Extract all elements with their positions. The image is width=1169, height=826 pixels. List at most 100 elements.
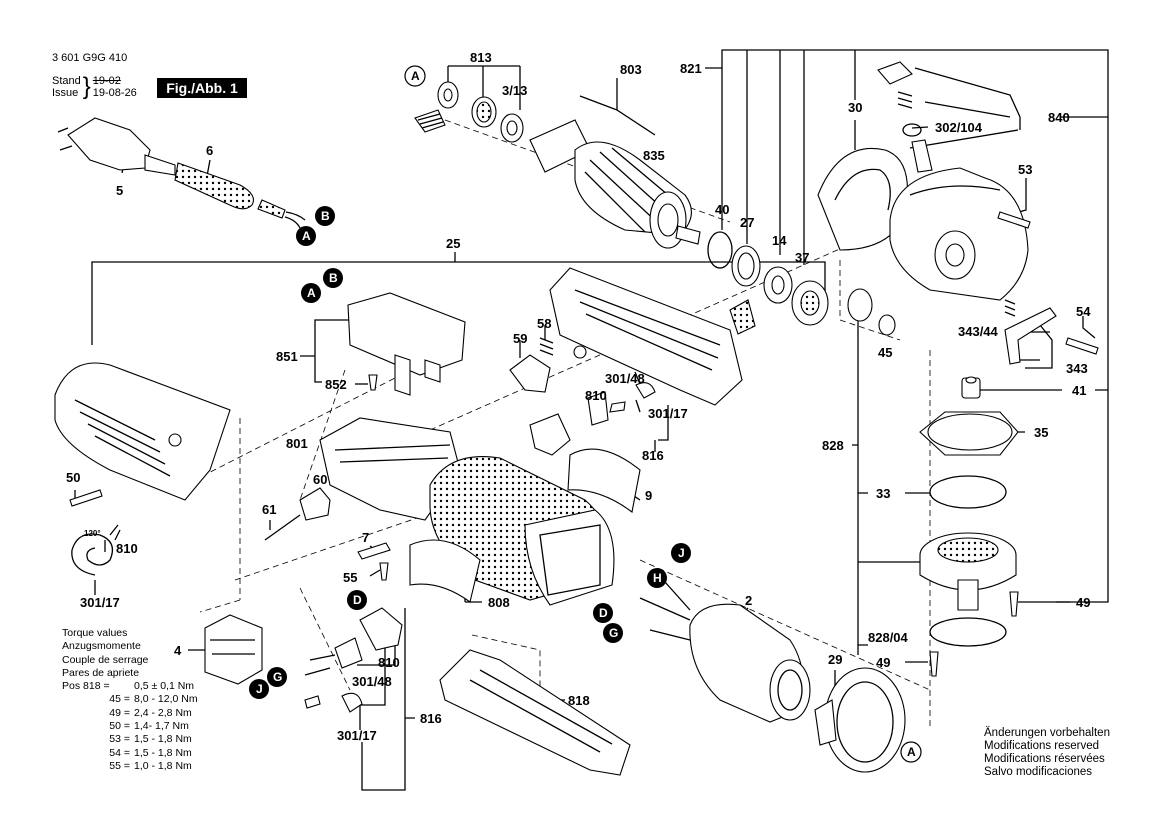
svg-text:J: J (256, 682, 263, 696)
svg-text:H: H (653, 571, 662, 585)
switch-4 (204, 614, 263, 685)
label-50: 50 (66, 470, 80, 485)
insulation-808 (409, 539, 481, 603)
label-58: 58 (537, 316, 551, 331)
issue-date: 19-08-26 (92, 87, 137, 99)
label-810-left: 810 (116, 541, 138, 556)
modifications-en: Modifications reserved (984, 740, 1100, 752)
label-301-48-upper: 301/48 (605, 371, 645, 386)
lock-lever (1004, 299, 1057, 365)
label-813: 813 (470, 50, 492, 65)
label-801: 801 (286, 436, 308, 451)
screw-54 (1065, 337, 1099, 355)
stand-date: 19-02 (92, 75, 121, 87)
stand-label: Stand (52, 75, 81, 87)
washer (731, 245, 761, 287)
clip-301-17-lower (341, 692, 363, 713)
torque-title-de: Anzugsmomente (62, 640, 141, 653)
document-number: 3 601 G9G 410 (52, 52, 128, 64)
label-59: 59 (513, 331, 527, 346)
label-35: 35 (1034, 425, 1048, 440)
marker-A-outline-bottom: A (900, 741, 922, 763)
gear-housing (889, 167, 1029, 301)
screw-49-left (929, 651, 939, 677)
leader-lines (74, 49, 1109, 791)
modifications-es: Salvo modificaciones (984, 766, 1093, 778)
marker-D-right: D (593, 603, 613, 623)
retaining-ring (707, 231, 733, 269)
label-821: 821 (680, 61, 702, 76)
brace-icon: } (82, 73, 91, 100)
label-33: 33 (876, 486, 890, 501)
bearing-14 (763, 266, 793, 304)
label-angle: 120° (84, 529, 101, 538)
modifications-de: Änderungen vorbehalten (984, 727, 1110, 739)
marker-A-outline-top: A (404, 65, 426, 87)
marker-J-upper: J (671, 543, 691, 563)
o-ring-828-04 (929, 617, 1007, 647)
flange-plate (919, 411, 1019, 456)
marker-B-plug: B (315, 206, 335, 226)
rod-61 (264, 514, 301, 541)
label-53: 53 (1018, 162, 1032, 177)
part-labels: 813 803 821 3/13 835 30 840 302/104 53 6… (66, 50, 1091, 743)
label-301-17-upper: 301/17 (648, 406, 688, 421)
svg-text:D: D (599, 606, 608, 620)
label-5: 5 (116, 183, 123, 198)
brush-holder-upper (529, 391, 626, 456)
label-810-lower: 810 (378, 655, 400, 670)
switch-851 (347, 292, 466, 396)
marker-G-left: G (267, 667, 287, 687)
marker-A-switch: A (301, 283, 321, 303)
screw-49-right (1009, 591, 1019, 617)
screw-50 (69, 489, 103, 507)
torque-row: 55 =1,0 - 1,8 Nm (109, 759, 192, 772)
label-2: 2 (745, 593, 752, 608)
label-816-upper: 816 (642, 448, 664, 463)
insulation-9 (567, 448, 641, 513)
svg-text:A: A (411, 69, 420, 83)
svg-text:B: B (329, 271, 338, 285)
label-6: 6 (206, 143, 213, 158)
svg-text:J: J (678, 546, 685, 560)
nut-41 (961, 376, 981, 399)
label-840: 840 (1048, 110, 1070, 125)
label-810-upper: 810 (585, 388, 607, 403)
label-41: 41 (1072, 383, 1086, 398)
clip-301-48 (635, 382, 656, 399)
bearing-flange (791, 280, 829, 326)
lever-60 (299, 487, 331, 521)
o-ring-33 (929, 475, 1007, 509)
label-60: 60 (313, 472, 327, 487)
label-343-44: 343/44 (958, 324, 999, 339)
spring-58 (539, 337, 554, 356)
label-835: 835 (643, 148, 665, 163)
label-25: 25 (446, 236, 460, 251)
marker-G-right: G (603, 623, 623, 643)
label-828-04: 828/04 (868, 630, 909, 645)
label-29: 29 (828, 652, 842, 667)
label-818: 818 (568, 693, 590, 708)
svg-text:A: A (302, 229, 311, 243)
label-61: 61 (262, 502, 276, 517)
torque-title-en: Torque values (62, 627, 128, 639)
label-3-13: 3/13 (502, 83, 527, 98)
label-301-48-lower: 301/48 (352, 674, 392, 689)
label-302-104: 302/104 (935, 120, 983, 135)
ball-bearing (500, 113, 524, 143)
parts (54, 61, 1099, 776)
issue-label: Issue (52, 87, 79, 99)
svg-text:D: D (353, 593, 362, 607)
svg-text:G: G (273, 670, 282, 684)
armature (529, 119, 701, 249)
cover-818 (439, 649, 631, 776)
marker-B-switch: B (323, 268, 343, 288)
torque-title-fr: Couple de serrage (62, 653, 149, 666)
label-343: 343 (1066, 361, 1088, 376)
label-49-right: 49 (1076, 595, 1090, 610)
label-7: 7 (362, 530, 369, 545)
pinion (847, 288, 896, 336)
lever-59 (509, 354, 551, 393)
label-803: 803 (620, 62, 642, 77)
